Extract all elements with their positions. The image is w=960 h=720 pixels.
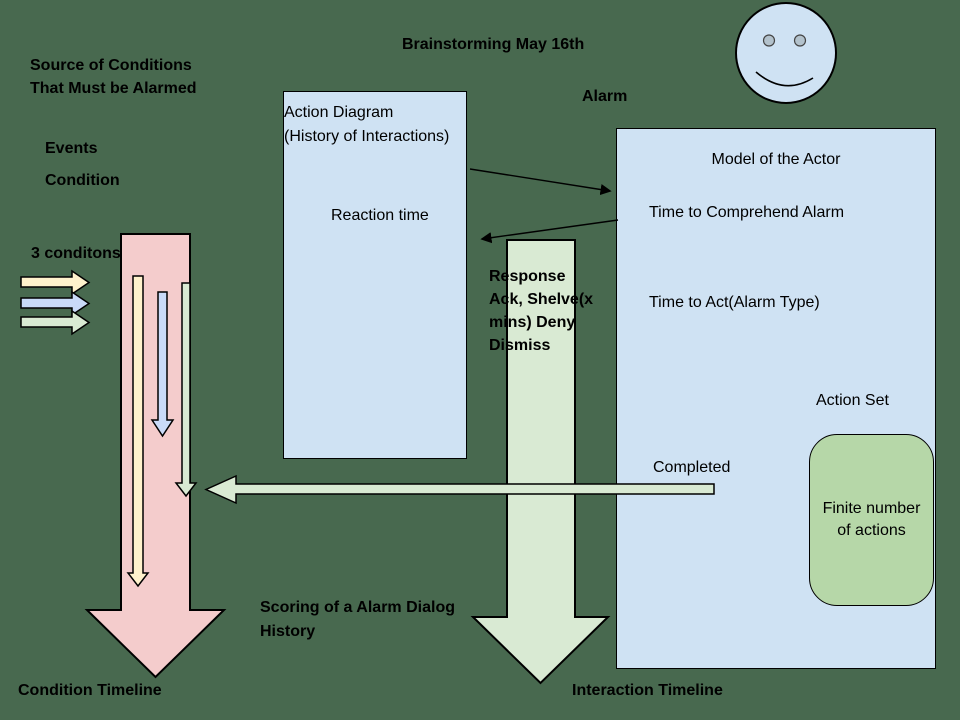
- source-of-conditions-label: Source of Conditions That Must be Alarme…: [30, 55, 197, 100]
- interaction-timeline-arrow: [470, 239, 611, 685]
- model-title-label: Model of the Actor: [711, 151, 841, 168]
- scoring-line2: History: [260, 623, 316, 640]
- condition-flow-arrow-yellow: [126, 275, 150, 588]
- response-line2: Ack, Shelve(x: [489, 291, 594, 308]
- interaction-timeline-label: Interaction Timeline: [572, 682, 723, 699]
- reaction-time-label: Reaction time: [331, 207, 429, 224]
- response-connector-line: [480, 219, 619, 244]
- source-line2: That Must be Alarmed: [30, 79, 197, 97]
- condition-flow-arrow-green: [174, 282, 198, 498]
- time-to-comprehend-label: Time to Comprehend Alarm: [649, 204, 845, 221]
- time-to-act-label: Time to Act(Alarm Type): [649, 294, 820, 311]
- scoring-label: Scoring of a Alarm Dialog History: [260, 596, 455, 644]
- action-diagram-line1: Action Diagram: [284, 104, 394, 121]
- response-line1: Response: [489, 268, 566, 285]
- action-diagram-box: [283, 91, 467, 459]
- condition-timeline-label: Condition Timeline: [18, 682, 162, 699]
- condition-input-arrow-yellow: [20, 269, 91, 296]
- source-line1: Source of Conditions: [30, 57, 192, 74]
- action-set-label: Action Set: [816, 392, 889, 409]
- response-line4: Dismiss: [489, 337, 551, 354]
- response-label: Response Ack, Shelve(x mins) Deny Dismis…: [489, 265, 593, 357]
- finite-actions-label: Finite number of actions: [822, 500, 921, 539]
- finite-actions-box: Finite number of actions: [809, 434, 934, 606]
- condition-label: Condition: [45, 172, 120, 189]
- three-conditions-label: 3 conditons: [31, 245, 121, 262]
- condition-input-arrow-blue: [20, 290, 91, 317]
- completed-label: Completed: [653, 459, 731, 476]
- smiley-face-icon: [735, 2, 837, 104]
- diagram-title: Brainstorming May 16th: [402, 36, 585, 53]
- alarm-label: Alarm: [582, 88, 628, 105]
- alarm-connector-line: [469, 168, 612, 196]
- action-diagram-title: Action Diagram (History of Interactions): [284, 101, 449, 149]
- events-label: Events: [45, 140, 98, 157]
- action-diagram-line2: (History of Interactions): [284, 128, 450, 145]
- scoring-line1: Scoring of a Alarm Dialog: [260, 599, 455, 616]
- condition-input-arrow-green: [20, 309, 91, 336]
- response-line3: mins) Deny: [489, 314, 576, 331]
- completed-arrow: [204, 474, 715, 505]
- condition-flow-arrow-blue: [150, 291, 175, 438]
